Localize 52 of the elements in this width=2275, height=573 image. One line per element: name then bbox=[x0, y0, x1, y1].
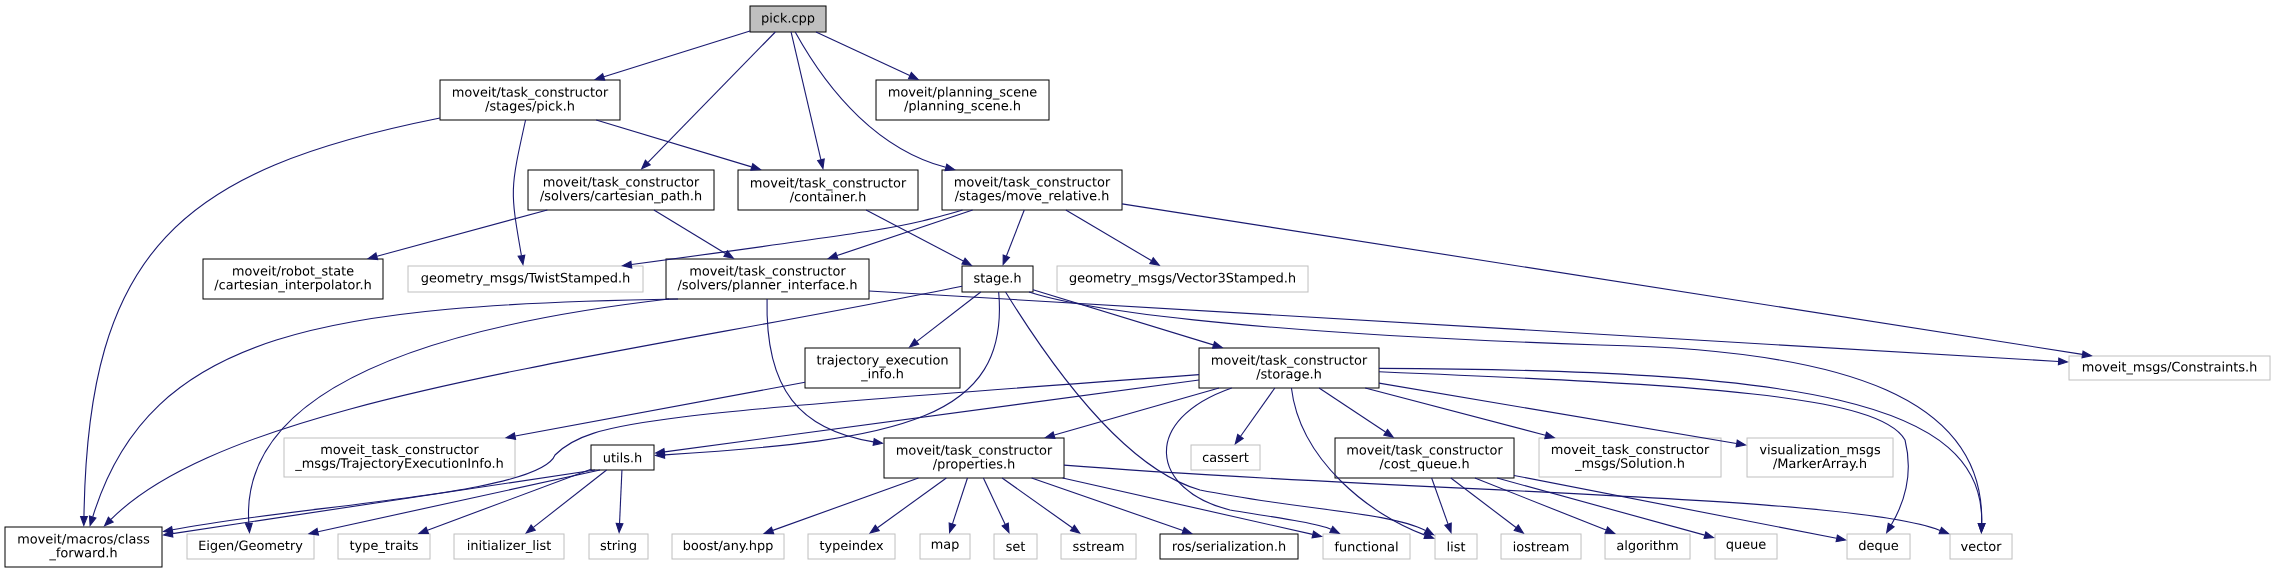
arrow bbox=[982, 477, 1010, 534]
arrow bbox=[1063, 464, 1950, 535]
header-box: vector bbox=[1949, 533, 2013, 560]
header-box: queue bbox=[1714, 533, 1778, 560]
header-box: moveit/robot_state /cartesian_interpolator.h bbox=[202, 258, 384, 300]
header-box: map bbox=[919, 533, 971, 560]
header-box: visualization_msgs /MarkerArray.h bbox=[1746, 437, 1894, 478]
header-box: boost/any.hpp bbox=[671, 533, 785, 560]
arrow bbox=[1005, 291, 1435, 536]
header-box: sstream bbox=[1060, 533, 1137, 560]
arrow bbox=[1431, 477, 1452, 534]
header-box: deque bbox=[1846, 533, 1911, 560]
arrow bbox=[1002, 209, 1025, 266]
arrow bbox=[1031, 477, 1193, 535]
header-box: functional bbox=[1322, 533, 1411, 560]
header-box: algorithm bbox=[1604, 533, 1691, 560]
header-box: utils.h bbox=[590, 444, 655, 471]
header-box: initializer_list bbox=[453, 533, 565, 560]
header-box: ros/serialization.h bbox=[1159, 533, 1299, 560]
header-box: moveit_task_constructor _msgs/Solution.h bbox=[1538, 437, 1722, 478]
arrow bbox=[1474, 477, 1616, 534]
header-box: cassert bbox=[1190, 444, 1261, 471]
header-box: moveit/task_constructor /stages/pick.h bbox=[439, 79, 621, 121]
header-box: moveit/task_constructor /stages/move_relative.h bbox=[941, 169, 1123, 211]
source-file-box: pick.cpp bbox=[749, 5, 827, 33]
header-box: string bbox=[588, 533, 649, 560]
header-box: stage.h bbox=[961, 265, 1034, 293]
header-box: trajectory_execution _info.h bbox=[804, 347, 961, 389]
header-box: set bbox=[993, 533, 1038, 560]
header-box: moveit/macros/class _forward.h bbox=[4, 526, 163, 568]
arrow bbox=[1234, 387, 1276, 445]
header-box: moveit/task_constructor /solvers/cartesian_path.h bbox=[527, 169, 715, 211]
arrow bbox=[1290, 387, 1435, 539]
arrow bbox=[827, 209, 974, 260]
header-box: moveit/planning_scene /planning_scene.h bbox=[875, 79, 1050, 121]
header-box: moveit_msgs/Constraints.h bbox=[2068, 355, 2271, 381]
arrow bbox=[525, 469, 608, 534]
header-box: moveit_task_constructor _msgs/TrajectoryExecutionInfo.h bbox=[283, 437, 516, 478]
arrow bbox=[1001, 477, 1081, 534]
arrow bbox=[794, 31, 956, 172]
header-box: moveit/task_constructor /container.h bbox=[737, 169, 919, 211]
header-box: moveit/task_constructor /cost_queue.h bbox=[1334, 437, 1515, 479]
header-box: Eigen/Geometry bbox=[186, 533, 315, 560]
header-box: type_traits bbox=[337, 533, 431, 560]
header-box: typeindex bbox=[807, 533, 896, 560]
header-box: list bbox=[1434, 533, 1478, 560]
header-box: moveit/task_constructor /solvers/planner_interface.h bbox=[665, 258, 870, 300]
header-box: iostream bbox=[1500, 533, 1582, 560]
header-box: moveit/task_constructor /properties.h bbox=[883, 437, 1065, 479]
header-box: geometry_msgs/TwistStamped.h bbox=[407, 265, 644, 293]
header-box: moveit/task_constructor /storage.h bbox=[1198, 347, 1380, 389]
header-box: geometry_msgs/Vector3Stamped.h bbox=[1056, 265, 1309, 293]
